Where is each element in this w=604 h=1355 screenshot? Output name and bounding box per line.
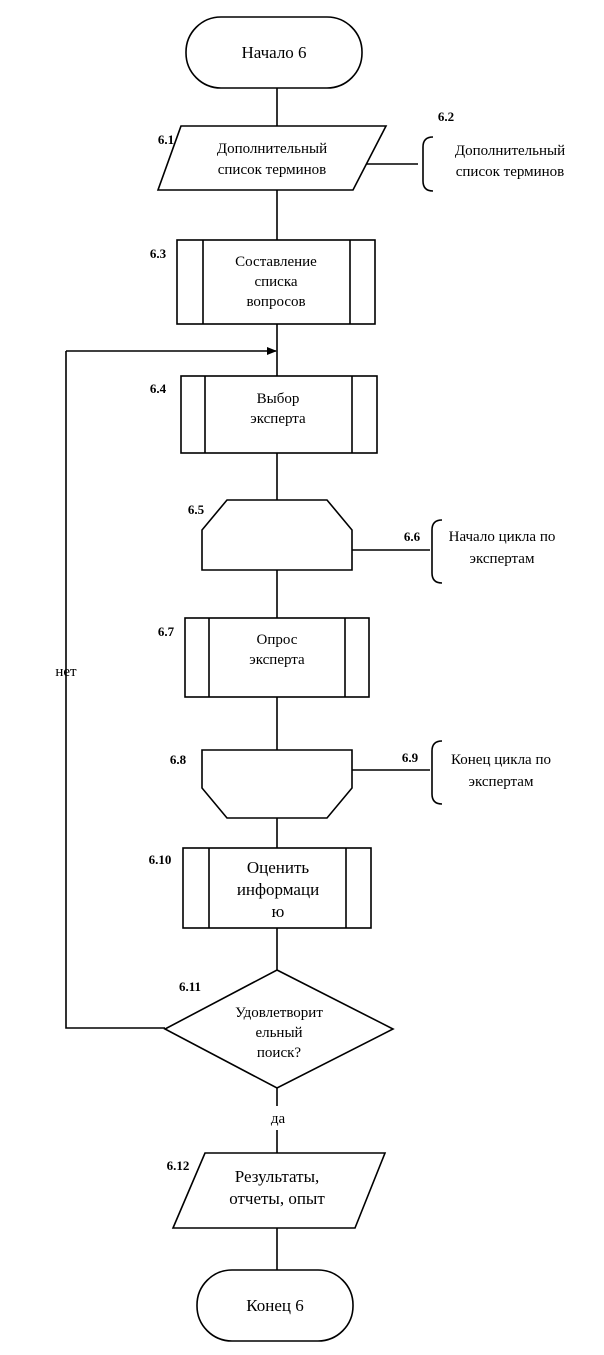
label-yes: да [271, 1111, 286, 1127]
node-6-3-number: 6.3 [150, 246, 167, 261]
node-6-6-line-2: экспертам [470, 551, 535, 567]
node-6-1-line-1: Дополнительный [217, 141, 327, 157]
connectors [65, 88, 443, 1270]
node-6-11-decision: Удовлетворит ельный поиск? 6.11 [163, 969, 395, 1089]
node-6-2-line-1: Дополнительный [455, 143, 565, 159]
start-label: Начало 6 [241, 43, 306, 62]
node-6-5-loop-start: 6.5 [188, 499, 353, 571]
node-6-1-number: 6.1 [158, 132, 174, 147]
node-6-10-line-2: информаци [237, 880, 319, 899]
node-6-9-annotation: 6.9 Конец цикла по экспертам [402, 750, 551, 790]
node-6-4-line-1: Выбор [257, 391, 300, 407]
end-terminator: Конец 6 [196, 1269, 354, 1342]
node-6-11-line-1: Удовлетворит [235, 1005, 323, 1021]
node-6-12-output: Результаты, отчеты, опыт 6.12 [167, 1152, 387, 1229]
node-6-7-number: 6.7 [158, 624, 175, 639]
node-6-3-process: Составление списка вопросов 6.3 [150, 239, 376, 325]
node-6-3-line-1: Составление [235, 254, 317, 270]
node-6-4-process: Выбор эксперта 6.4 [150, 375, 378, 454]
node-6-9-line-2: экспертам [469, 774, 534, 790]
node-6-11-line-3: поиск? [257, 1045, 302, 1061]
annotation-bracket-6-6 [431, 519, 443, 584]
annotation-bracket-6-2 [422, 136, 434, 192]
node-6-7-process: Опрос эксперта 6.7 [158, 617, 370, 698]
node-6-9-line-1: Конец цикла по [451, 752, 551, 768]
node-6-12-line-1: Результаты, [235, 1167, 320, 1186]
node-6-2-number: 6.2 [438, 109, 454, 124]
label-no: нет [55, 664, 77, 680]
node-6-10-process: Оценить информаци ю 6.10 [149, 847, 372, 929]
node-6-5-number: 6.5 [188, 502, 205, 517]
node-6-3-line-3: вопросов [246, 294, 305, 310]
node-6-10-number: 6.10 [149, 852, 172, 867]
node-6-2-annotation: 6.2 Дополнительный список терминов [438, 109, 565, 180]
node-6-7-line-2: эксперта [249, 652, 305, 668]
node-6-8-loop-end: 6.8 [170, 749, 353, 819]
node-6-9-number: 6.9 [402, 750, 419, 765]
end-label: Конец 6 [246, 1296, 303, 1315]
node-6-11-line-2: ельный [255, 1025, 302, 1041]
node-6-4-line-2: эксперта [250, 411, 306, 427]
node-6-11-number: 6.11 [179, 979, 201, 994]
node-6-8-number: 6.8 [170, 752, 187, 767]
loop-back-no-line [65, 351, 165, 1029]
node-6-6-line-1: Начало цикла по [449, 529, 556, 545]
node-6-10-line-1: Оценить [247, 858, 310, 877]
node-6-1-input: Дополнительный список терминов 6.1 [156, 125, 388, 191]
node-6-7-line-1: Опрос [257, 632, 298, 648]
node-6-6-annotation: 6.6 Начало цикла по экспертам [404, 529, 555, 567]
node-6-4-number: 6.4 [150, 381, 167, 396]
node-6-12-number: 6.12 [167, 1158, 190, 1173]
start-terminator: Начало 6 [185, 16, 363, 89]
annotation-bracket-6-9 [431, 740, 443, 805]
node-6-2-line-2: список терминов [456, 164, 565, 180]
node-6-1-line-2: список терминов [218, 162, 327, 178]
node-6-3-line-2: списка [254, 274, 297, 290]
node-6-10-line-3: ю [272, 902, 285, 921]
node-6-12-line-2: отчеты, опыт [229, 1189, 325, 1208]
node-6-6-number: 6.6 [404, 529, 421, 544]
